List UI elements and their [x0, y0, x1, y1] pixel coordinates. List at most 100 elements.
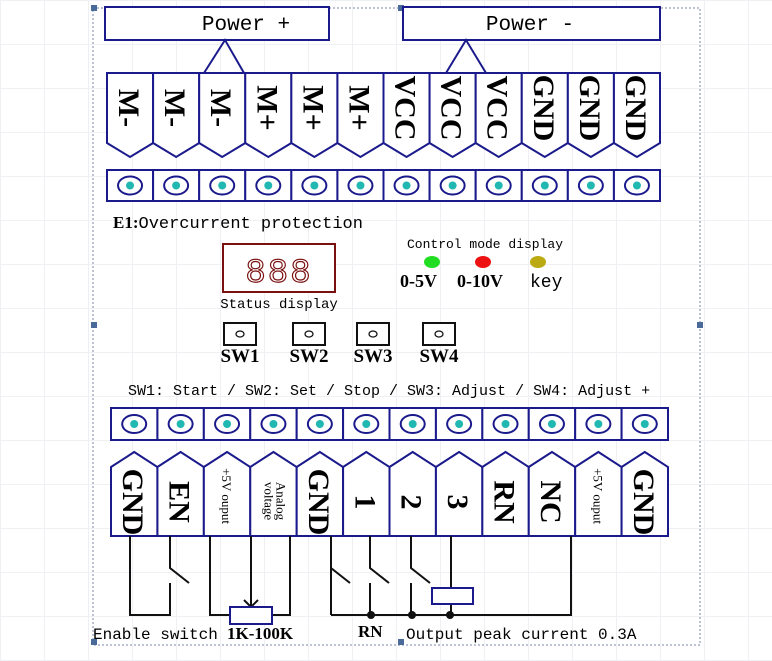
enable-switch: [169, 536, 190, 584]
button-icon: [434, 330, 444, 338]
led-label: 0-10V: [457, 271, 503, 291]
status-display-label: Status display: [220, 297, 338, 313]
terminal-screw-center: [269, 420, 278, 428]
terminal-screw-center: [315, 420, 324, 428]
switch-buttons: SW1 SW2 SW3 SW4: [220, 322, 459, 367]
resize-handle[interactable]: [91, 322, 97, 328]
terminal-screw-center: [632, 181, 641, 190]
terminal-screw-center: [130, 420, 139, 428]
led-indicator-icon: [475, 256, 491, 268]
terminal-screw-center: [126, 181, 135, 190]
bottom-terminal-label-line1: Analog: [273, 482, 288, 521]
bottom-terminal-label: +5V ouput: [590, 468, 605, 524]
terminal-screw-center: [501, 420, 510, 428]
resize-handle[interactable]: [91, 639, 97, 645]
terminal-screw-center: [402, 181, 411, 190]
terminal-screw-center: [362, 420, 371, 428]
top-terminal-strip: [106, 169, 662, 202]
top-terminal-label: M+: [342, 85, 375, 130]
led-label: 0-5V: [400, 271, 437, 291]
pot-gnd-wire: [272, 536, 291, 616]
terminal-screw-center: [640, 420, 649, 428]
top-terminal-label: M+: [250, 85, 283, 130]
output-current-label: Output peak current 0.3A: [406, 626, 637, 644]
bottom-terminal-label: GND: [302, 469, 335, 536]
top-terminal-pillar: [152, 72, 201, 159]
terminal-screw-center: [494, 181, 503, 190]
switch-label: SW1: [220, 346, 259, 367]
power-minus-label: Power -: [486, 14, 574, 37]
pot-range-label: 1K-100K: [227, 624, 294, 643]
bottom-terminal-label: GND: [627, 469, 660, 536]
top-terminal-label: GND: [527, 75, 560, 142]
top-terminal-label: M-: [112, 89, 145, 127]
resize-handle[interactable]: [398, 5, 404, 11]
e1-code: E1:: [113, 213, 139, 232]
terminal-screw-center: [448, 181, 457, 190]
bottom-terminal-label: 3: [441, 495, 474, 510]
top-terminal-pillar: [566, 72, 615, 159]
top-terminal-pillar: [474, 72, 523, 159]
bottom-terminal-label: RN: [488, 480, 521, 524]
resize-handle[interactable]: [697, 322, 703, 328]
top-terminal-label: M-: [204, 89, 237, 127]
wiring: [129, 536, 572, 625]
terminal-screw-center: [408, 420, 417, 428]
resize-handle[interactable]: [398, 639, 404, 645]
terminal-cell: [612, 169, 662, 202]
top-terminal-pillar: [198, 72, 247, 159]
top-terminal-pillar: [106, 72, 155, 159]
switch-1: [330, 536, 351, 584]
top-terminal-pillar: [336, 72, 385, 159]
control-mode-title: Control mode display: [407, 237, 563, 252]
resize-handle[interactable]: [91, 5, 97, 11]
top-terminal-label: VCC: [435, 76, 468, 141]
top-terminal-pillar: [520, 72, 569, 159]
top-terminal-label: VCC: [481, 76, 514, 141]
junction-dot: [408, 611, 416, 619]
terminal-screw-center: [264, 181, 273, 190]
seven-segment-digits: 888: [245, 255, 312, 293]
top-terminal-pillar: [612, 72, 661, 159]
top-terminal-pillar: [428, 72, 477, 159]
terminal-screw-center: [172, 181, 181, 190]
rn-label: RN: [358, 622, 383, 641]
terminal-screw-center: [540, 181, 549, 190]
power-minus-box: Power -: [402, 6, 661, 74]
top-terminal-pillar: [244, 72, 293, 159]
status-display: 888 Status display: [220, 243, 338, 313]
top-terminal-pillar: [382, 72, 431, 159]
bottom-terminal-label: NC: [534, 480, 567, 523]
switch-button-sw1[interactable]: [223, 322, 257, 346]
control-mode-leds: 0-5V 0-10V key: [400, 256, 563, 293]
enable-switch-wire: [129, 536, 171, 616]
top-terminal-label: GND: [619, 75, 652, 142]
bottom-terminal-label: GND: [116, 469, 149, 536]
terminal-screw-center: [218, 181, 227, 190]
terminal-screw-center: [547, 420, 556, 428]
e1-text: Overcurrent protection: [139, 215, 363, 234]
power-plus-box: Power +: [104, 6, 330, 74]
switch-label: SW3: [353, 346, 392, 367]
switch-label: SW2: [289, 346, 328, 367]
terminal-screw-center: [356, 181, 365, 190]
led-label: key: [530, 273, 563, 293]
terminal-screw-center: [310, 181, 319, 190]
pot-supply-wire: [209, 536, 230, 616]
terminal-screw-center: [586, 181, 595, 190]
rn-resistor: [431, 587, 474, 605]
top-terminal-label: M-: [158, 89, 191, 127]
terminal-screw-center: [176, 420, 185, 428]
switch-button-sw4[interactable]: [422, 322, 456, 346]
switch-3: [410, 536, 431, 584]
switch-button-sw2[interactable]: [292, 322, 326, 346]
bottom-terminal-label: 2: [395, 495, 428, 510]
switch-button-sw3[interactable]: [356, 322, 390, 346]
switch-description: SW1: Start / SW2: Set / Stop / SW3: Adju…: [128, 383, 650, 400]
led-indicator-icon: [424, 256, 440, 268]
switch-label: SW4: [419, 346, 459, 367]
power-plus-label: Power +: [202, 14, 290, 37]
